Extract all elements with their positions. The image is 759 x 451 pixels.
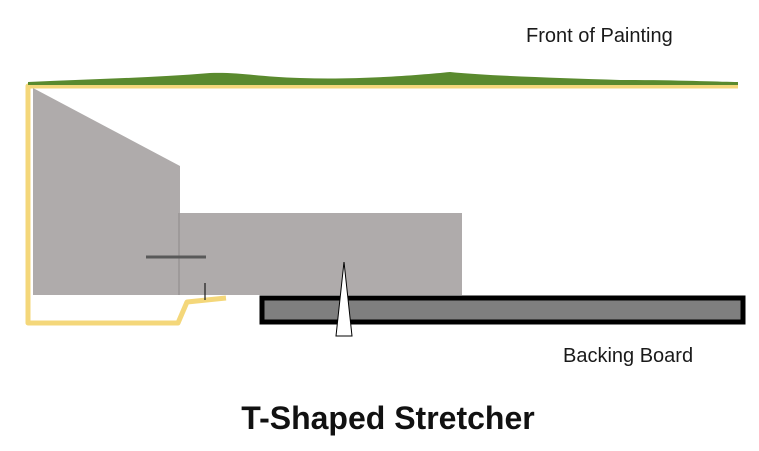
wedge xyxy=(335,261,353,337)
stretcher-bevel-section xyxy=(33,88,180,295)
stretcher-crossbar xyxy=(178,213,462,295)
paint-layer xyxy=(28,72,738,85)
front-of-painting-label: Front of Painting xyxy=(526,25,673,47)
diagram-title: T-Shaped Stretcher xyxy=(241,400,534,436)
canvas-fabric xyxy=(25,83,738,326)
stretcher-bar xyxy=(33,88,462,295)
backing-board xyxy=(259,295,746,325)
backing-board-label: Backing Board xyxy=(563,345,693,367)
